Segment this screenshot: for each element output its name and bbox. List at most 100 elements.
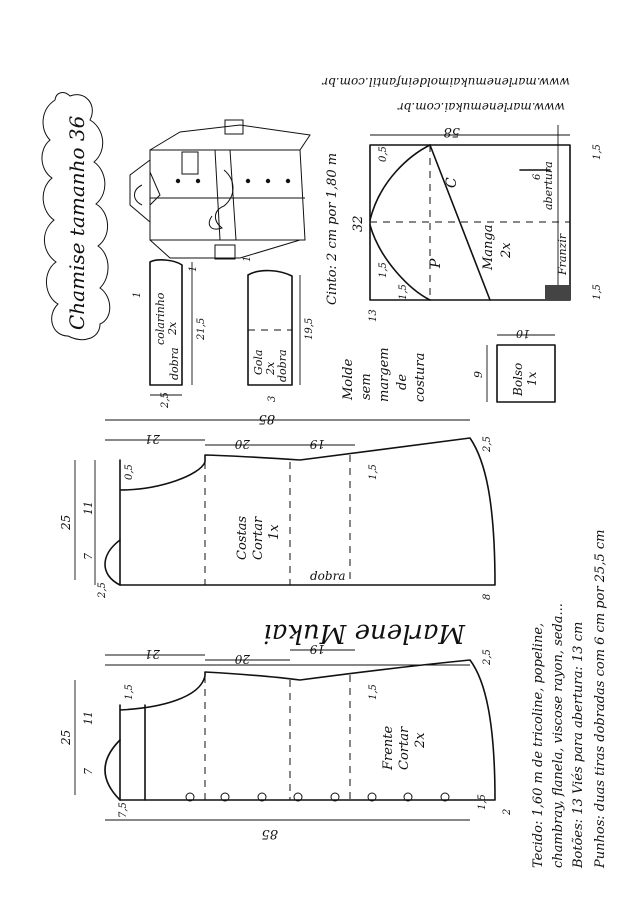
shirt-button bbox=[245, 178, 251, 184]
front-dim-seg3: 19 bbox=[309, 642, 325, 656]
front-button bbox=[185, 792, 195, 802]
note-line-2: sem bbox=[359, 373, 374, 400]
back-dim-h2: 7 bbox=[82, 553, 95, 560]
front-button bbox=[440, 792, 450, 802]
collar-stand-piece bbox=[149, 259, 193, 396]
back-piece bbox=[74, 419, 496, 586]
sleeve-dim-13: 13 bbox=[368, 309, 379, 322]
collar-dim-a: 19,5 bbox=[304, 318, 315, 340]
front-dim-placket2: 1,5 bbox=[477, 794, 488, 810]
sleeve-dim-width: 58 bbox=[443, 124, 460, 139]
back-dim-neck: 0,5 bbox=[124, 464, 135, 480]
collar-label: Gola bbox=[252, 350, 265, 376]
front-button bbox=[293, 792, 303, 802]
collar-fold: dobra bbox=[276, 349, 289, 382]
note-block: Molde sem margem de costura bbox=[341, 347, 428, 402]
sleeve-back-mark: C bbox=[444, 177, 460, 188]
back-dim-seg2: 20 bbox=[234, 437, 251, 451]
front-dim-neck: 1,5 bbox=[124, 684, 135, 700]
sleeve-front-mark: P bbox=[428, 258, 444, 269]
pocket-width: 10 bbox=[516, 327, 530, 340]
sleeve-piece-label: Manga bbox=[481, 224, 496, 271]
note-line-5: costura bbox=[413, 353, 428, 402]
sleeve-piece bbox=[369, 125, 571, 301]
back-cut: Cortar bbox=[251, 516, 266, 560]
sleeve-dim-opening: 6 bbox=[532, 173, 543, 180]
back-dim-edge: 2,5 bbox=[482, 436, 493, 453]
collar-stand-dim-d: 1 bbox=[188, 266, 199, 272]
pocket-label: Bolso bbox=[511, 363, 525, 397]
collar-dim-c: 1 bbox=[242, 256, 253, 262]
sleeve-dim-cuff-l: 1,5 bbox=[592, 144, 603, 160]
front-dim-seg1: 21 bbox=[145, 647, 161, 661]
back-dim-dart: 1,5 bbox=[368, 464, 379, 480]
sleeve-fringe-label: Franzir bbox=[556, 233, 569, 276]
back-dim-total: 85 bbox=[258, 411, 275, 426]
front-dim-side: 2,5 bbox=[482, 649, 493, 666]
front-cut: Cortar bbox=[397, 726, 412, 770]
materials-block: Tecido: 1,60 m de tricoline, popeline, c… bbox=[531, 530, 608, 869]
front-button bbox=[220, 792, 230, 802]
front-button bbox=[257, 792, 267, 802]
pocket-qty: 1x bbox=[525, 371, 539, 386]
shirt-sketch bbox=[129, 119, 311, 260]
shirt-button bbox=[285, 178, 291, 184]
front-button bbox=[367, 792, 377, 802]
sleeve-dim-cuff-r: 1,5 bbox=[592, 284, 603, 300]
front-dim-placket: 7,5 bbox=[118, 802, 129, 818]
front-dim-hem: 2 bbox=[502, 809, 513, 816]
collar-stand-dim-a: 21,5 bbox=[196, 318, 207, 341]
collar-stand-dim-b: 2,5 bbox=[160, 392, 171, 409]
pocket-piece bbox=[486, 334, 556, 403]
note-line-1: Molde bbox=[341, 358, 356, 401]
materials-line-3: Botões: 13 Viés para abertura: 13 cm bbox=[571, 622, 586, 869]
collar-stand-qty: 2x bbox=[166, 321, 179, 336]
front-dim-h2: 7 bbox=[82, 768, 95, 775]
sleeve-dim-cap: 0,5 bbox=[378, 146, 389, 162]
title-cloud bbox=[41, 92, 111, 340]
collar-stand-dim-c: 1 bbox=[132, 292, 143, 298]
front-buttons bbox=[185, 792, 450, 802]
materials-line-1: Tecido: 1,60 m de tricoline, popeline, bbox=[531, 623, 546, 868]
back-dim-seg1: 21 bbox=[145, 432, 161, 446]
front-dim-dart: 1,5 bbox=[368, 684, 379, 700]
back-dim-seg3: 19 bbox=[309, 437, 325, 451]
materials-line-2: chambray, flanela, viscose rayon, seda..… bbox=[551, 603, 566, 868]
back-fold: dobra bbox=[310, 569, 345, 583]
back-qty: 1x bbox=[267, 524, 282, 540]
pocket-height: 9 bbox=[472, 371, 485, 378]
front-piece-label: Frente bbox=[381, 725, 396, 771]
back-dim-side: 2,5 bbox=[97, 582, 108, 599]
sleeve-opening-label: abertura bbox=[542, 161, 555, 210]
back-piece-label: Costas bbox=[235, 516, 250, 560]
shirt-button bbox=[265, 178, 271, 184]
front-dim-h1: 11 bbox=[82, 711, 95, 725]
sleeve-dim-height: 32 bbox=[351, 215, 366, 232]
collar-qty: 2x bbox=[264, 361, 277, 376]
note-line-4: de bbox=[395, 374, 410, 390]
collar-dim-b: 3 bbox=[267, 396, 278, 402]
shirt-buttons bbox=[175, 178, 291, 184]
url-line-2: www.marlenemukaimoldeinfantil.com.br bbox=[321, 75, 570, 89]
sleeve-qty: 2x bbox=[499, 242, 514, 259]
shirt-button bbox=[175, 178, 181, 184]
front-qty: 2x bbox=[413, 732, 428, 749]
collar-piece bbox=[247, 269, 301, 386]
url-line-1: www.marlenemukai.com.br bbox=[397, 100, 565, 114]
shirt-button bbox=[195, 178, 201, 184]
signature: Marlene Mukai bbox=[263, 618, 466, 648]
back-dim-hem: 8 bbox=[482, 594, 493, 600]
collar-stand-fold: dobra bbox=[168, 347, 181, 380]
materials-line-4: Punhos: duas tiras dobradas com 6 cm por… bbox=[593, 530, 608, 869]
sleeve-dim-bottom-l: 1,5 bbox=[378, 262, 389, 278]
front-button bbox=[330, 792, 340, 802]
back-dim-h1: 11 bbox=[82, 501, 95, 515]
front-button bbox=[403, 792, 413, 802]
sleeve-dim-bottom-r: 1,5 bbox=[398, 284, 409, 300]
collar-stand-label: colarinho bbox=[154, 292, 167, 345]
front-dim-seg2: 20 bbox=[234, 652, 251, 666]
front-dim-total: 85 bbox=[261, 826, 278, 841]
note-line-3: margem bbox=[377, 347, 392, 402]
back-dim-height: 25 bbox=[59, 515, 73, 531]
